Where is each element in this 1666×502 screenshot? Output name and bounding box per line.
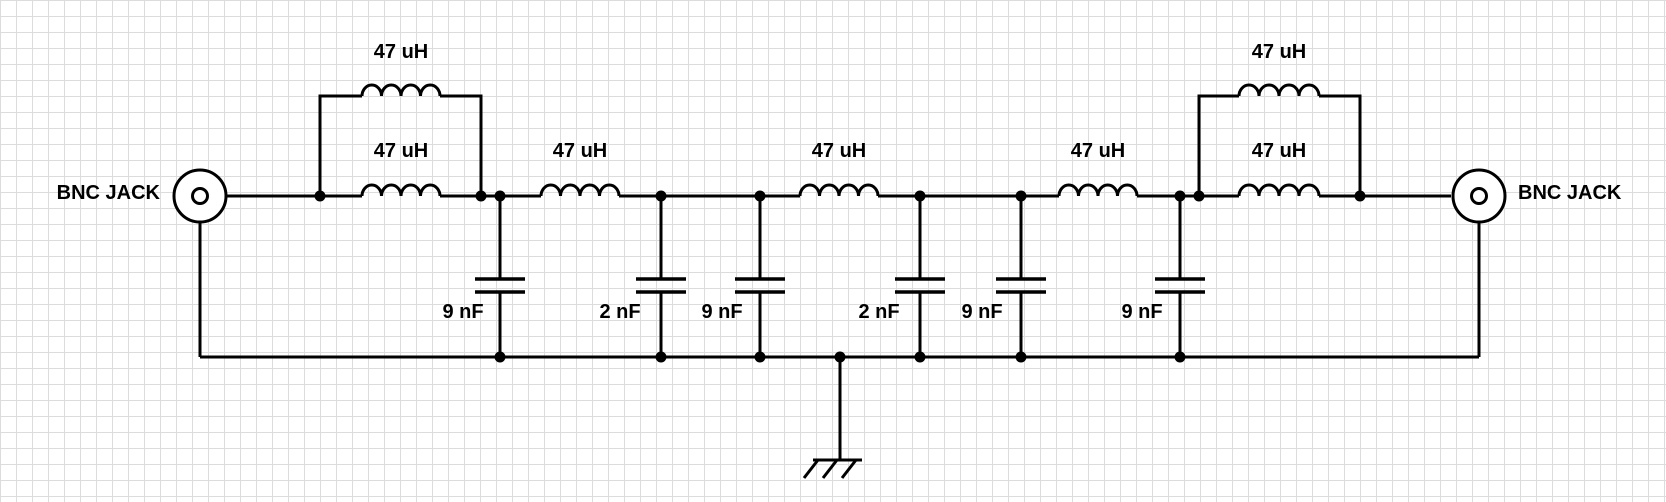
- junction-node: [1015, 190, 1027, 202]
- chassis-ground-icon: [802, 458, 862, 479]
- capacitor-C6: 9 nF: [1121, 277, 1205, 323]
- bnc-jack-label: BNC JACK: [1518, 182, 1622, 204]
- wire-parallel-right-top: [1197, 94, 1239, 196]
- capacitor-C5: 9 nF: [961, 277, 1046, 323]
- junction-node: [655, 351, 667, 363]
- bnc-jack-pin-icon: [191, 187, 209, 205]
- capacitor-C4: 2 nF: [858, 277, 945, 323]
- inductor-coil-icon: [1237, 83, 1321, 97]
- inductor-coil-icon: [1057, 183, 1139, 197]
- inductor-L2: 47 uH: [360, 140, 442, 197]
- inductor-coil-icon: [360, 83, 442, 97]
- junction-node: [914, 190, 926, 202]
- bnc-jack-label: BNC JACK: [57, 182, 161, 204]
- capacitor-C1: 9 nF: [442, 277, 525, 323]
- inductor-L3: 47 uH: [539, 140, 621, 197]
- inductor-coil-icon: [1237, 183, 1321, 197]
- bnc-jack-right: BNC JACK: [1451, 168, 1622, 224]
- inductor-L1: 47 uH: [360, 41, 442, 97]
- junction-nodes: [314, 190, 1366, 363]
- junction-node: [1174, 351, 1186, 363]
- inductor-label: 47 uH: [374, 140, 428, 162]
- ground-hatch: [821, 459, 839, 479]
- capacitor-label: 2 nF: [599, 301, 640, 323]
- ground-hatch: [802, 459, 820, 479]
- capacitor-label: 9 nF: [961, 301, 1002, 323]
- capacitor-label: 9 nF: [1121, 301, 1162, 323]
- inductor-label: 47 uH: [1252, 41, 1306, 63]
- capacitor-label: 9 nF: [442, 301, 483, 323]
- wire-parallel-left-top: [318, 94, 362, 196]
- junction-node: [1354, 190, 1366, 202]
- junction-node: [754, 190, 766, 202]
- junction-node: [314, 190, 326, 202]
- junction-node: [655, 190, 667, 202]
- inductor-label: 47 uH: [812, 140, 866, 162]
- inductor-coil-icon: [539, 183, 621, 197]
- wire-parallel-right-top-out: [1319, 94, 1362, 196]
- inductor-label: 47 uH: [1252, 140, 1306, 162]
- capacitor-C3: 9 nF: [701, 277, 785, 323]
- inductor-L7: 47 uH: [1237, 140, 1321, 197]
- ground-hatch: [840, 459, 858, 479]
- inductor-coil-icon: [798, 183, 880, 197]
- junction-node: [494, 190, 506, 202]
- inductor-L4: 47 uH: [798, 140, 880, 197]
- junction-node: [475, 190, 487, 202]
- inductor-label: 47 uH: [553, 140, 607, 162]
- inductor-label: 47 uH: [1071, 140, 1125, 162]
- junction-node: [1015, 351, 1027, 363]
- junction-node: [1193, 190, 1205, 202]
- junction-node: [1174, 190, 1186, 202]
- capacitor-C2: 2 nF: [599, 277, 686, 323]
- junction-node: [914, 351, 926, 363]
- capacitor-label: 9 nF: [701, 301, 742, 323]
- bnc-jack-left: BNC JACK: [57, 168, 228, 224]
- inductor-coil-icon: [360, 183, 442, 197]
- inductor-L5: 47 uH: [1057, 140, 1139, 197]
- wire-parallel-left-top-out: [440, 94, 483, 196]
- inductor-L6: 47 uH: [1237, 41, 1321, 97]
- capacitor-label: 2 nF: [858, 301, 899, 323]
- junction-node: [834, 351, 846, 363]
- junction-node: [494, 351, 506, 363]
- junction-node: [754, 351, 766, 363]
- inductor-label: 47 uH: [374, 41, 428, 63]
- bnc-jack-pin-icon: [1470, 187, 1488, 205]
